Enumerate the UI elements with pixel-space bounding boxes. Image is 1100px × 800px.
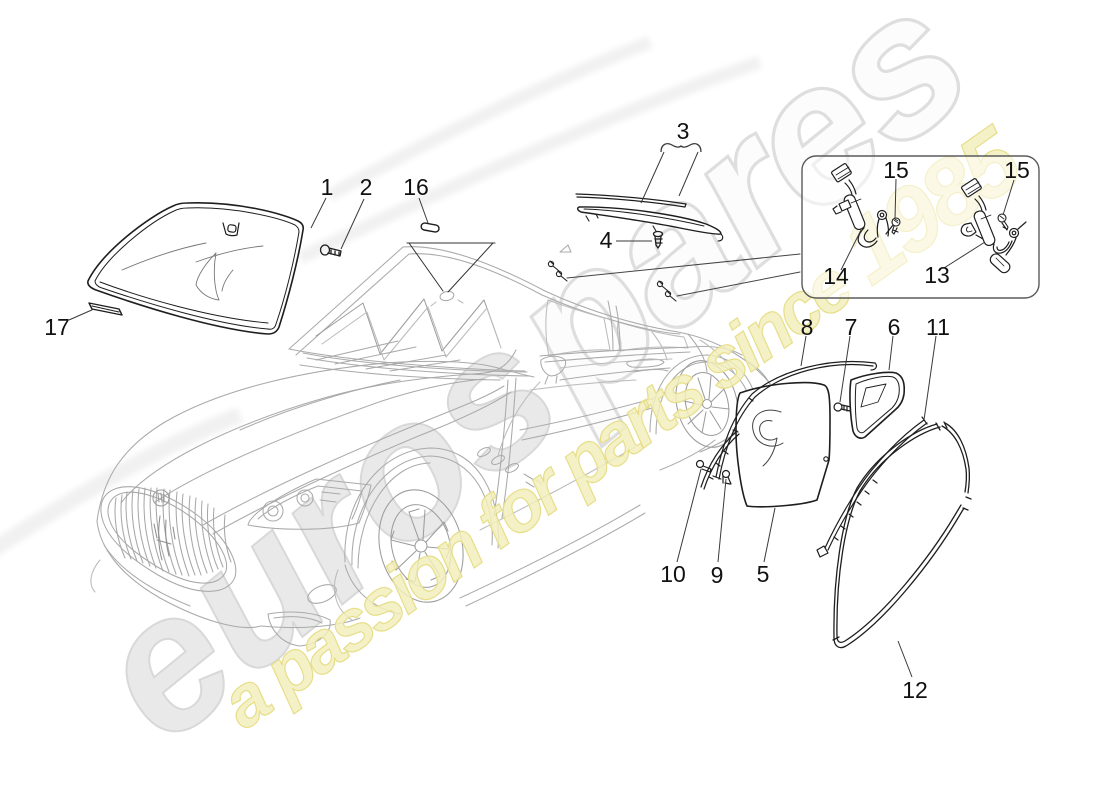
svg-text:7: 7 (845, 314, 858, 340)
svg-text:1: 1 (321, 174, 334, 200)
svg-text:14: 14 (823, 263, 849, 289)
svg-text:4: 4 (600, 227, 613, 253)
svg-text:11: 11 (926, 314, 950, 340)
svg-text:16: 16 (403, 174, 429, 200)
svg-text:5: 5 (757, 561, 770, 587)
svg-text:12: 12 (902, 677, 928, 703)
svg-text:8: 8 (801, 314, 814, 340)
svg-text:2: 2 (360, 174, 373, 200)
svg-text:17: 17 (44, 314, 70, 340)
svg-text:6: 6 (888, 314, 901, 340)
svg-text:13: 13 (924, 262, 950, 288)
svg-text:10: 10 (660, 561, 686, 587)
svg-text:15: 15 (1004, 157, 1030, 183)
svg-text:15: 15 (883, 157, 909, 183)
svg-text:9: 9 (711, 562, 724, 588)
svg-text:3: 3 (677, 118, 690, 144)
